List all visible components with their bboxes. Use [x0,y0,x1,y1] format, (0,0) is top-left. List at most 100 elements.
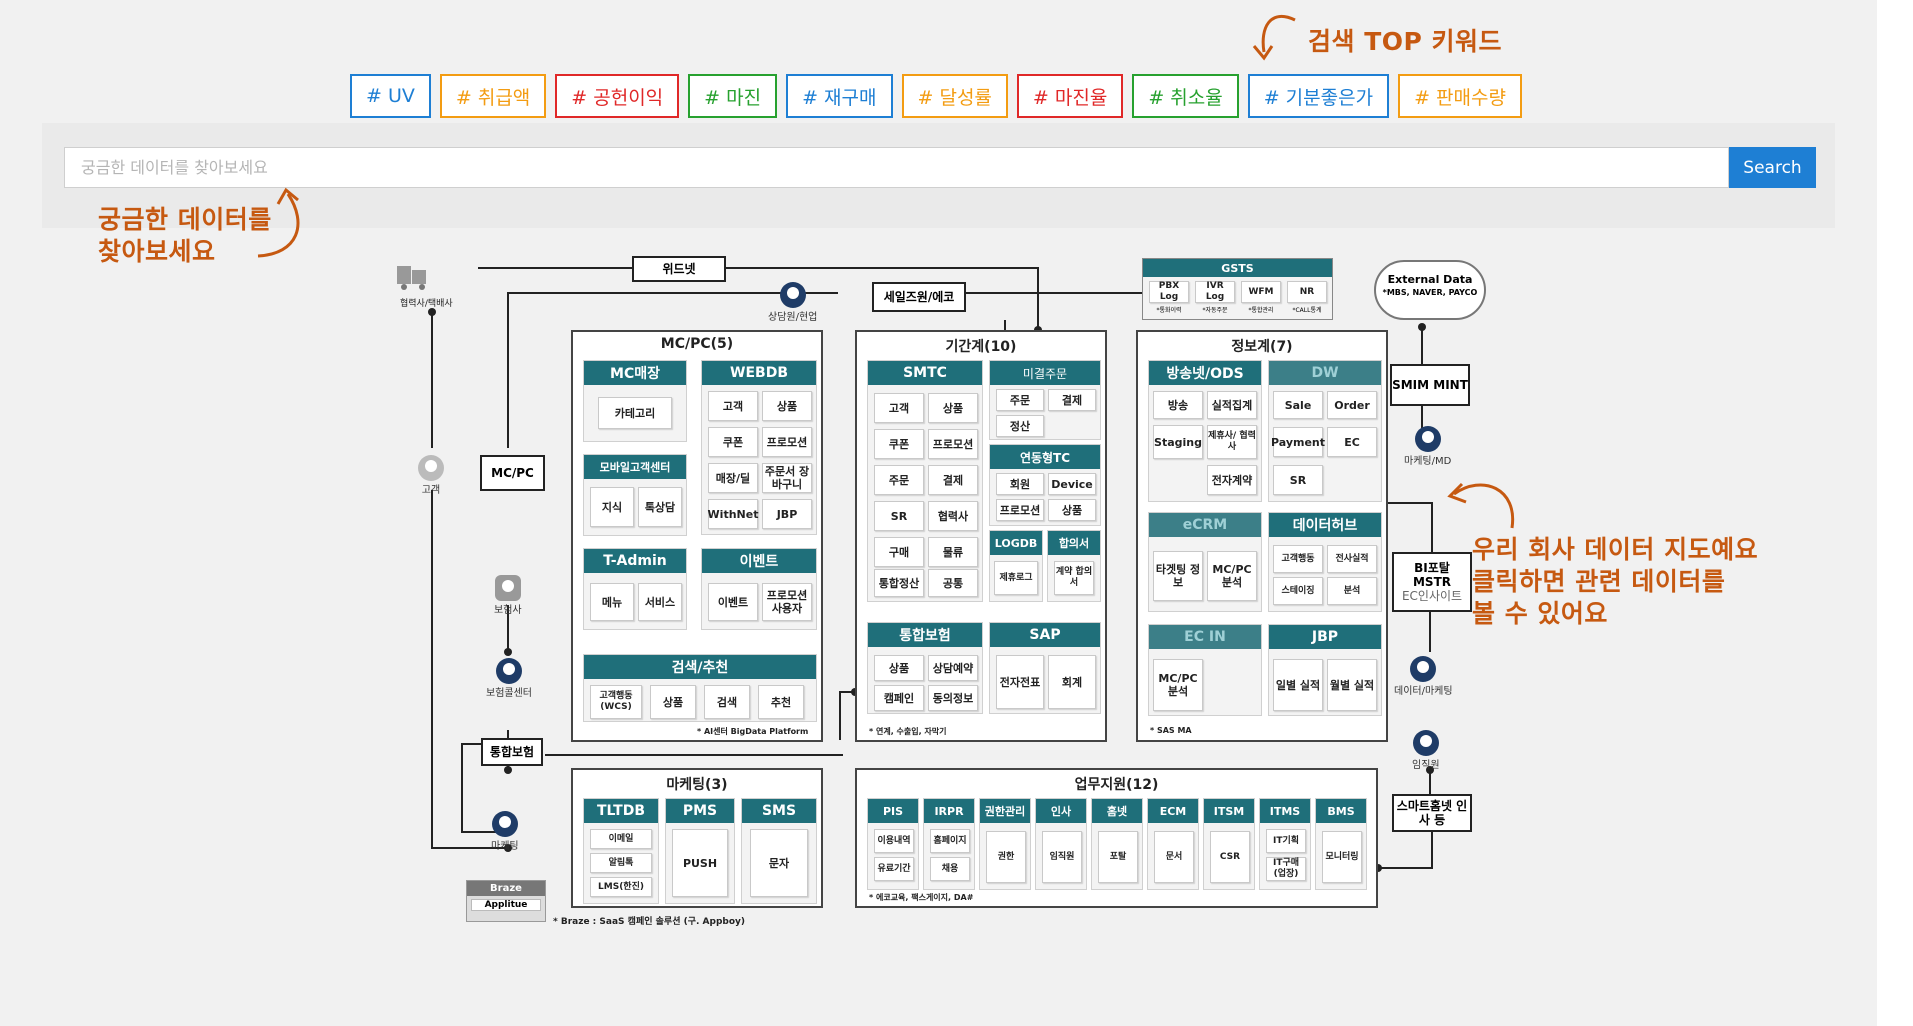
cell[interactable]: 이벤트 [708,583,758,621]
cell[interactable]: 유료기간 [874,857,914,881]
search-input[interactable] [64,147,1729,188]
cell[interactable]: EC [1327,427,1377,457]
cell[interactable]: 이메일 [590,829,652,849]
braze-box[interactable]: Braze Applitue [466,880,546,922]
cell[interactable]: IT구매 (업장) [1266,857,1306,881]
module-unpaid-order[interactable]: 미결주문 주문 결제 정산 [989,360,1101,440]
cell[interactable]: IT기획 [1266,829,1306,853]
cell[interactable]: 상담예약 [928,655,978,681]
cell[interactable]: 메뉴 [590,583,634,621]
cell[interactable]: 이용내역 [874,829,914,853]
widget-box[interactable]: 위드넷 [632,256,726,282]
cell[interactable]: 프로모션 사용자 [762,583,812,621]
keyword-tag[interactable]: # 취급액 [439,74,547,118]
module-sms[interactable]: SMS 문자 [741,798,817,904]
cell[interactable]: 물류 [928,537,978,567]
cell[interactable]: 주문 [874,465,924,495]
sales-eco-box[interactable]: 세일즈원/에코 [872,282,966,312]
cell[interactable]: 쿠폰 [708,427,758,457]
employee-person[interactable]: 임직원 [1412,730,1440,771]
cell[interactable]: 회계 [1048,655,1096,709]
cell[interactable]: 프로모션 [762,427,812,457]
cell[interactable]: 전사실적 [1327,545,1377,573]
insurer-person[interactable]: 보험사 [494,575,522,616]
section-core[interactable]: 기간계(10) SMTC 고객 상품 쿠폰 프로모션 주문 결제 SR 협력사 … [855,330,1107,742]
cell[interactable]: 톡상담 [638,487,682,527]
cell[interactable]: 쿠폰 [874,429,924,459]
cell[interactable]: IVR Log [1195,281,1235,303]
external-data-cloud[interactable]: External Data *MBS, NAVER, PAYCO [1374,260,1486,320]
cell[interactable]: 고객행동 (WCS) [590,685,642,719]
cell[interactable]: MC/PC 분석 [1207,551,1257,601]
cell[interactable]: Device [1048,473,1096,495]
module-jbp[interactable]: JBP 일별 실적 월별 실적 [1268,624,1382,716]
cell[interactable]: 전자계약 [1207,465,1257,495]
cell[interactable]: 매장/딜 [708,463,758,493]
marketing-person[interactable]: 마케팅 [491,811,519,852]
cell[interactable]: 알림톡 [590,853,652,873]
smart-homenet-box[interactable]: 스마트홈넷 인사 등 [1392,794,1472,832]
module-ec-in[interactable]: EC IN MC/PC 분석 [1148,624,1262,716]
cell[interactable]: NR [1287,281,1327,303]
keyword-tag[interactable]: # 달성률 [901,74,1008,118]
cell[interactable]: 주문서 장바구니 [762,463,812,493]
keyword-tag[interactable]: # UV [350,74,431,118]
cell[interactable]: PBX Log [1149,281,1189,303]
module-linked-tc[interactable]: 연동형TC 회원 Device 프로모션 상품 [989,444,1101,526]
cell[interactable]: CSR [1210,831,1250,883]
module-dw[interactable]: DW Sale Order Payment EC SR [1268,360,1382,502]
module-event[interactable]: 이벤트 이벤트 프로모션 사용자 [701,548,817,630]
cell[interactable]: 방송 [1153,391,1203,419]
module-pms[interactable]: PMS PUSH [665,798,735,904]
search-button[interactable]: Search [1729,147,1816,188]
cell[interactable]: 통합정산 [874,569,924,597]
module-mobile-center[interactable]: 모바일고객센터 지식 톡상담 [583,454,687,536]
counsel-person[interactable]: 상담원/현업 [768,282,817,323]
cell[interactable]: 문자 [750,829,808,897]
section-marketing[interactable]: 마케팅(3) TLTDB 이메일 알림톡 LMS(한진) PMS PUSH SM… [571,768,823,908]
module-search-reco[interactable]: 검색/추천 고객행동 (WCS) 상품 검색 추천 [583,654,817,722]
cell[interactable]: 서비스 [638,583,682,621]
keyword-tag[interactable]: # 재구매 [786,74,893,118]
cell[interactable]: 공통 [928,569,978,597]
module-t-admin[interactable]: T-Admin 메뉴 서비스 [583,548,687,630]
cell[interactable]: 실적집계 [1207,391,1257,419]
cell[interactable]: 상품 [762,391,812,421]
cell[interactable]: 일별 실적 [1273,659,1323,711]
module-integrated-insurance[interactable]: 통합보험 상품 상담예약 캠페인 동의정보 [867,622,983,714]
cell[interactable]: 동의정보 [928,685,978,711]
cell[interactable]: 모니터링 [1322,831,1362,883]
cell[interactable]: 홈페이지 [930,829,970,853]
cell[interactable]: 스테이징 [1273,577,1323,605]
cell[interactable]: Order [1327,391,1377,419]
cell[interactable]: 캠페인 [874,685,924,711]
cell[interactable]: 상품 [650,685,696,719]
module-tltdb[interactable]: TLTDB 이메일 알림톡 LMS(한진) [583,798,659,904]
cell[interactable]: Payment [1271,427,1325,457]
cell[interactable]: WFM [1241,281,1281,303]
cell[interactable]: 포탈 [1098,831,1138,883]
cell[interactable]: 구매 [874,537,924,567]
cell[interactable]: 제휴로그 [994,561,1038,595]
data-marketing-person[interactable]: 데이터/마케팅 [1394,656,1453,697]
cell[interactable]: 전자전표 [996,655,1044,709]
cell[interactable]: 분석 [1327,577,1377,605]
keyword-tag[interactable]: # 취소율 [1132,74,1239,118]
cell[interactable]: 결제 [1048,389,1096,411]
cell[interactable]: Staging [1153,425,1203,459]
keyword-tag[interactable]: # 마진 [688,74,778,118]
cell[interactable]: 상품 [874,655,924,681]
bi-portal-box[interactable]: BI포탈 MSTR EC인사이트 [1392,552,1472,612]
module-ecrm[interactable]: eCRM 타겟팅 정보 MC/PC 분석 [1148,512,1262,612]
module-broadcast-ods[interactable]: 방송넷/ODS 방송 실적집계 Staging 제휴사/ 협력사 전자계약 [1148,360,1262,502]
module-contract[interactable]: 합의서 계약 합의서 [1047,530,1101,602]
module-smtc[interactable]: SMTC 고객 상품 쿠폰 프로모션 주문 결제 SR 협력사 구매 물류 통합… [867,360,983,602]
